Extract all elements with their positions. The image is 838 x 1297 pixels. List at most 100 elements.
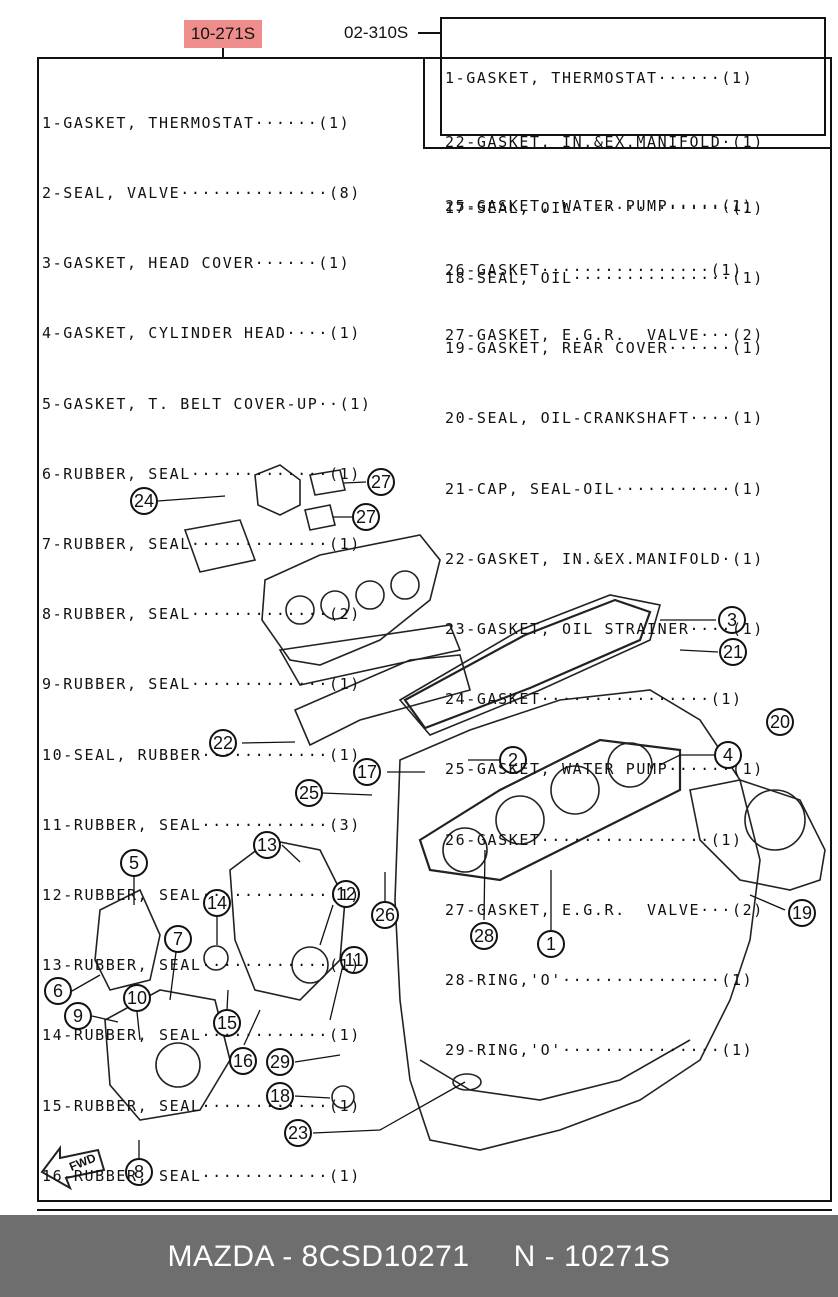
callout-24: 24 [130,487,158,515]
list-item: 29-RING,'O'···············(1) [445,1041,754,1060]
svg-text:18: 18 [270,1086,290,1106]
callout-17: 17 [353,758,381,786]
svg-text:2: 2 [508,750,518,770]
callout-15: 15 [213,1009,241,1037]
list-item: 26-GASKET················(1) [445,261,743,280]
list-item: 13-RUBBER, SEAL············(1) [42,956,361,975]
callout-2: 2 [499,746,527,774]
svg-text:22: 22 [213,733,233,753]
svg-text:16: 16 [233,1051,253,1071]
svg-text:9: 9 [73,1006,83,1026]
footer-part-number: MAZDA - 8CSD10271 N - 10271S [167,1240,671,1273]
list-item: 16-RUBBER, SEAL············(1) [42,1166,361,1185]
svg-text:25: 25 [299,783,319,803]
callout-6: 6 [44,977,72,1005]
list-item: 1-GASKET, THERMOSTAT······(1) [42,113,351,132]
callout-27a: 27 [367,468,395,496]
callout-11: 11 [340,946,368,974]
svg-text:3: 3 [727,610,737,630]
svg-text:27: 27 [356,507,376,527]
callout-4: 4 [714,741,742,769]
svg-text:26: 26 [375,905,395,925]
callout-1: 1 [537,930,565,958]
parts-list-main: 1-GASKET, THERMOSTAT······(1) 2-SEAL, VA… [42,65,372,1212]
list-item: 23-GASKET, OIL STRAINER····(1) [445,620,764,639]
list-item: 9-RUBBER, SEAL·············(1) [42,675,361,694]
list-item: 12-RUBBER, SEAL············(1) [42,886,361,905]
list-item: 28-RING,'O'···············(1) [445,971,754,990]
list-item: 11-RUBBER, SEAL············(3) [42,815,361,834]
svg-text:27: 27 [371,472,391,492]
callout-20: 20 [766,708,794,736]
list-item: 10-SEAL, RUBBER············(1) [42,745,361,764]
svg-text:7: 7 [173,929,183,949]
callout-8: 8 [125,1158,153,1186]
list-item: 17-SEAL, OIL···············(1) [445,198,764,217]
svg-text:19: 19 [792,903,812,923]
list-item: 15-RUBBER, SEAL············(1) [42,1096,361,1115]
svg-text:20: 20 [770,712,790,732]
list-item: 27-GASKET, E.G.R. VALVE···(2) [445,325,764,344]
list-item: 21-CAP, SEAL-OIL···········(1) [445,479,764,498]
list-item: 4-GASKET, CYLINDER HEAD····(1) [42,324,361,343]
svg-text:1: 1 [546,934,556,954]
list-item: 25-GASKET, WATER PUMP······(1) [445,760,764,779]
callout-19: 19 [788,899,816,927]
main-parts-frame [37,57,832,1202]
svg-text:21: 21 [723,642,743,662]
callout-23: 23 [284,1119,312,1147]
callout-28: 28 [470,922,498,950]
sub-kit-code: 02-310S [344,23,409,42]
svg-text:24: 24 [134,491,154,511]
callout-9: 9 [64,1002,92,1030]
callout-29: 29 [266,1048,294,1076]
list-item: 7-RUBBER, SEAL·············(1) [42,535,361,554]
parts-list-right: 17-SEAL, OIL···············(1) 18-SEAL, … [445,150,764,1086]
callout-27b: 27 [352,503,380,531]
svg-text:8: 8 [134,1162,144,1182]
callout-16: 16 [229,1047,257,1075]
callout-7: 7 [164,925,192,953]
callout-21: 21 [719,638,747,666]
svg-text:28: 28 [474,926,494,946]
list-item: 6-RUBBER, SEAL·············(1) [42,464,361,483]
list-item: 27-GASKET, E.G.R. VALVE···(2) [445,900,764,919]
subkit-frame [440,17,826,136]
footer-bar [0,1215,838,1297]
list-item: 19-GASKET, REAR COVER······(1) [445,339,764,358]
parts-list-subkit: 1-GASKET, THERMOSTAT······(1) 22-GASKET,… [445,25,764,367]
callout-3: 3 [718,606,746,634]
callout-12: 12 [332,880,360,908]
list-item: 3-GASKET, HEAD COVER······(1) [42,254,351,273]
callout-26: 26 [371,901,399,929]
list-item: 22-GASKET, IN.&EX.MANIFOLD·(1) [445,549,764,568]
list-item: 1-GASKET, THERMOSTAT······(1) [445,68,754,87]
list-item: 14-RUBBER, SEAL············(1) [42,1026,361,1045]
svg-text:23: 23 [288,1123,308,1143]
callout-25: 25 [295,779,323,807]
svg-text:13: 13 [257,835,277,855]
svg-text:6: 6 [53,981,63,1001]
list-item: 22-GASKET, IN.&EX.MANIFOLD·(1) [445,133,764,152]
callout-5: 5 [120,849,148,877]
svg-text:5: 5 [129,853,139,873]
kit-code-badge: 10-271S [184,20,262,48]
list-item: 5-GASKET, T. BELT COVER-UP··(1) [42,394,372,413]
callout-13: 13 [253,831,281,859]
callout-10: 10 [123,984,151,1012]
svg-text:17: 17 [357,762,377,782]
list-item: 18-SEAL, OIL···············(1) [445,269,764,288]
svg-text:10: 10 [127,988,147,1008]
callout-14: 14 [203,889,231,917]
list-item: 20-SEAL, OIL-CRANKSHAFT····(1) [445,409,764,428]
svg-text:14: 14 [207,893,227,913]
svg-text:12: 12 [336,884,356,904]
svg-text:11: 11 [345,950,364,970]
list-item: 24-GASKET················(1) [445,690,743,709]
list-item: 2-SEAL, VALVE··············(8) [42,184,361,203]
callout-18: 18 [266,1082,294,1110]
list-item: 26-GASKET················(1) [445,830,743,849]
callout-22: 22 [209,729,237,757]
svg-text:4: 4 [723,745,733,765]
